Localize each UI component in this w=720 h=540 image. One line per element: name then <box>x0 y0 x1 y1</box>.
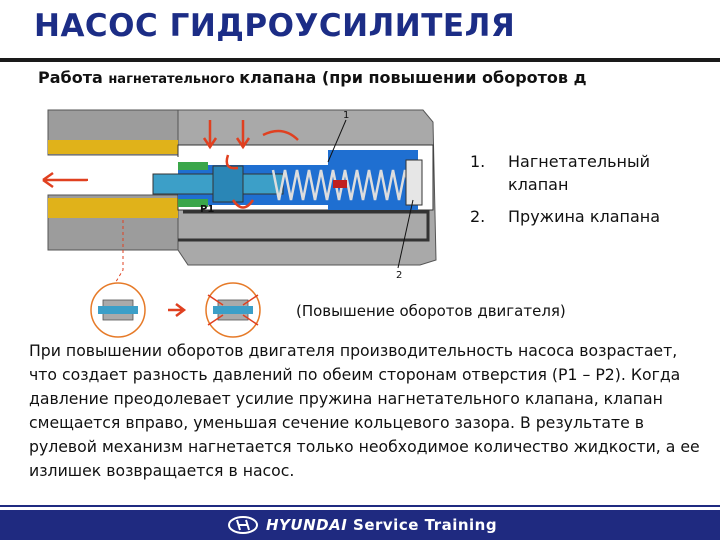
legend-item-label: Пружина клапана <box>508 207 660 226</box>
diagram-caption: (Повышение оборотов двигателя) <box>296 302 566 320</box>
valve-head <box>213 166 243 202</box>
footer-rule <box>0 505 720 507</box>
legend-item-number: 1. <box>470 150 485 173</box>
subtitle-part-2: нагнетательного <box>108 72 239 87</box>
subtitle-part-1: Работа <box>38 68 108 87</box>
brand-service: Service Training <box>353 516 497 534</box>
detail-stem-before <box>98 306 138 314</box>
title-divider <box>0 58 720 62</box>
lower-yellow-flow <box>48 198 178 218</box>
slide-subtitle: Работа нагнетательного клапана (при повы… <box>38 68 720 87</box>
callout-1: 1 <box>343 110 349 121</box>
slide-title: НАСОС ГИДРОУСИЛИТЕЛЯ <box>34 8 515 44</box>
upper-yellow-flow <box>48 140 178 154</box>
detail-stem-after <box>213 306 253 314</box>
valve-green <box>178 162 208 170</box>
detail-arrow-icon <box>168 304 184 316</box>
legend-item-label: Нагнетательный клапан <box>508 152 650 194</box>
legend-list: 1. Нагнетательный клапан 2. Пружина клапан… <box>470 150 715 237</box>
callout-2: 2 <box>396 270 402 281</box>
legend-item: 2. Пружина клапана <box>470 205 715 228</box>
relief-ball <box>333 180 347 188</box>
legend-item-number: 2. <box>470 205 485 228</box>
subtitle-part-3: клапана (при повышении оборотов д <box>239 68 586 87</box>
brand-hyundai: HYUNDAI <box>266 516 347 534</box>
brand-name: HYUNDAI Service Training <box>266 516 497 534</box>
hyundai-logo-icon <box>228 516 258 534</box>
body-paragraph: При повышении оборотов двигателя произво… <box>29 339 709 483</box>
legend-item: 1. Нагнетательный клапан <box>470 150 715 196</box>
label-p1: P1 <box>200 204 214 215</box>
footer-bar: HYUNDAI Service Training <box>0 510 720 540</box>
hyundai-brand: HYUNDAI Service Training <box>228 514 497 536</box>
label-p2: P2 <box>86 180 100 191</box>
end-plug <box>406 160 422 205</box>
